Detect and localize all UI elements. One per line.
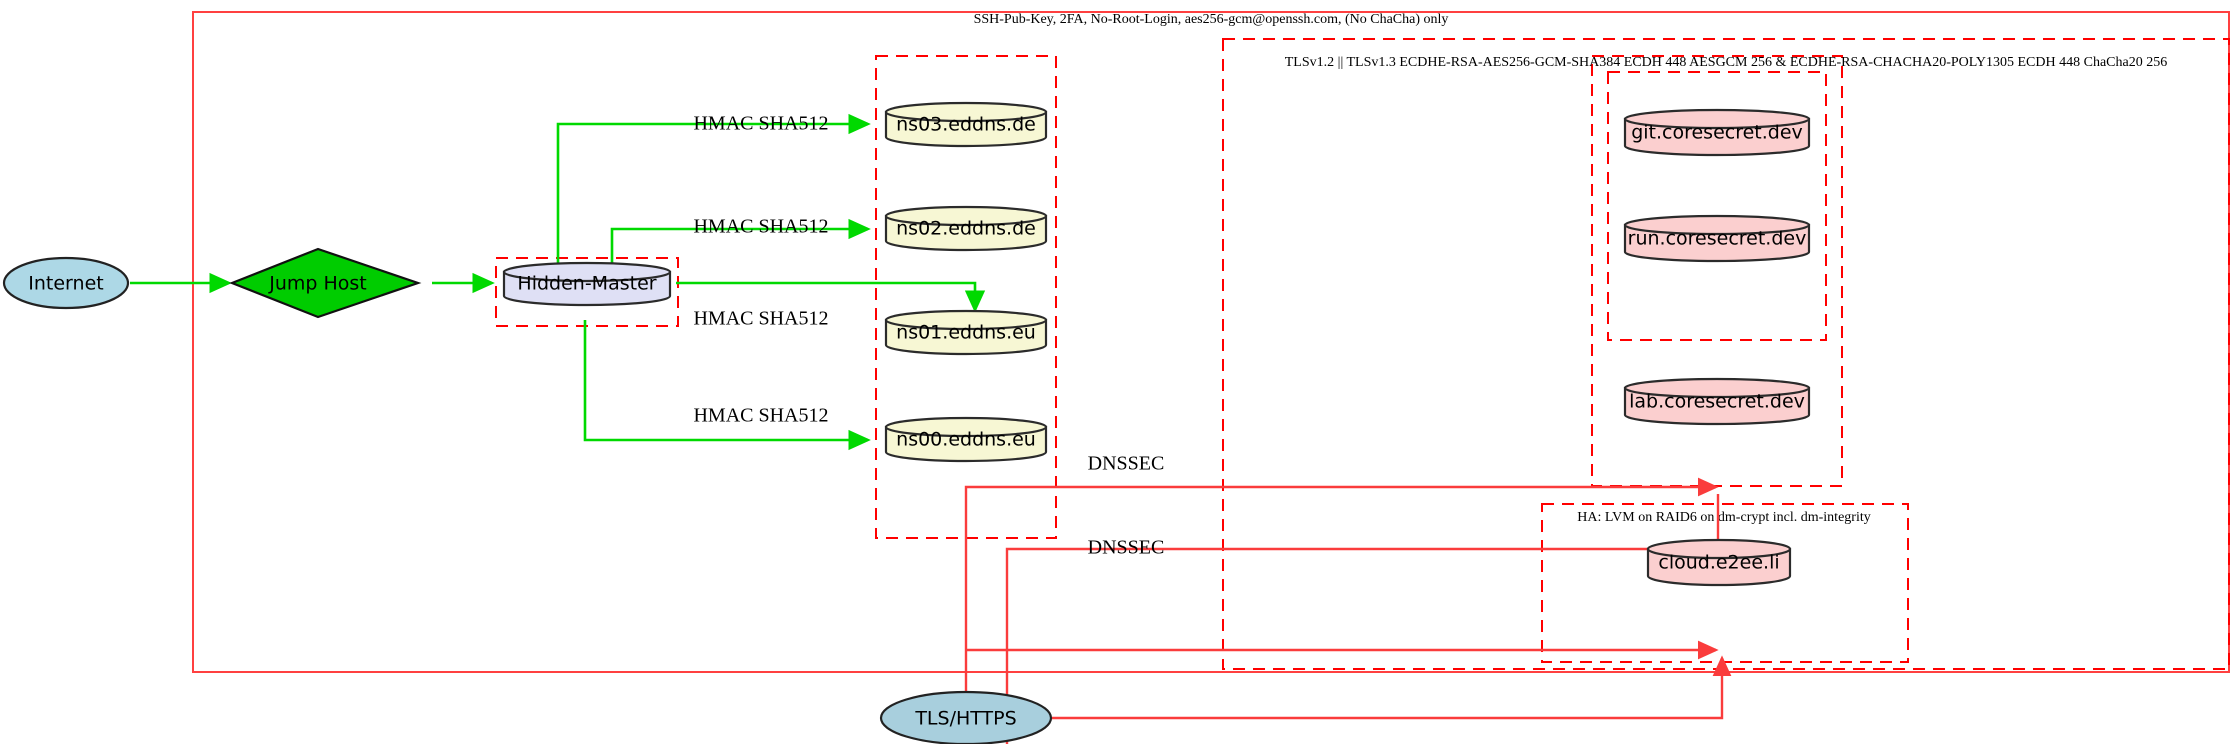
edge-label-hmac-ns02: HMAC SHA512 <box>693 216 828 238</box>
edge-label-dnssec-top: DNSSEC <box>1088 453 1165 475</box>
node-internet[interactable]: Internet <box>2 256 130 310</box>
cluster-ha-storage-label: HA: LVM on RAID6 on dm-crypt incl. dm-in… <box>1577 510 1870 525</box>
node-ns00[interactable]: ns00.eddns.eu <box>884 416 1048 463</box>
node-ns03-label: ns03.eddns.de <box>896 114 1036 136</box>
node-tls-https[interactable]: TLS/HTTPS <box>879 690 1053 744</box>
node-run-coresecret-label: run.coresecret.dev <box>1628 228 1807 250</box>
edge-hidden-master-to-ns01 <box>676 281 986 313</box>
node-git-coresecret-label: git.coresecret.dev <box>1631 122 1803 144</box>
node-git-coresecret[interactable]: git.coresecret.dev <box>1623 108 1811 157</box>
node-ns00-label: ns00.eddns.eu <box>896 429 1036 451</box>
node-hidden-master[interactable]: Hidden-Master <box>502 261 672 307</box>
node-cloud-e2ee-label: cloud.e2ee.li <box>1658 552 1779 574</box>
edge-dnssec-top <box>964 477 1719 718</box>
edge-label-hmac-ns03: HMAC SHA512 <box>693 113 828 135</box>
node-jump-host[interactable]: Jump Host <box>229 247 422 319</box>
edge-dnssec-bottom <box>1005 494 1720 744</box>
node-ns01[interactable]: ns01.eddns.eu <box>884 309 1048 356</box>
node-ns03[interactable]: ns03.eddns.de <box>884 101 1048 148</box>
node-run-coresecret[interactable]: run.coresecret.dev <box>1623 214 1811 263</box>
edge-label-hmac-ns01: HMAC SHA512 <box>693 308 828 330</box>
node-ns02-label: ns02.eddns.de <box>896 218 1036 240</box>
cluster-coresecret-inner-box <box>1607 71 1827 341</box>
edge-label-dnssec-bottom: DNSSEC <box>1088 537 1165 559</box>
edge-hidden-master-to-ns00 <box>583 320 871 451</box>
node-ns01-label: ns01.eddns.eu <box>896 322 1036 344</box>
node-hidden-master-label: Hidden-Master <box>517 273 656 295</box>
cluster-tls-outer <box>1222 38 2230 670</box>
edge-hidden-master-to-ns03 <box>556 113 871 266</box>
node-lab-coresecret-label: lab.coresecret.dev <box>1629 391 1805 413</box>
cluster-hidden-master-box <box>495 257 679 327</box>
node-cloud-e2ee[interactable]: cloud.e2ee.li <box>1646 538 1792 587</box>
cluster-ssh-outer <box>192 11 2230 673</box>
node-tls-https-label: TLS/HTTPS <box>914 708 1016 730</box>
node-ns02[interactable]: ns02.eddns.de <box>884 205 1048 252</box>
node-internet-label: Internet <box>28 273 103 295</box>
edge-label-hmac-ns00: HMAC SHA512 <box>693 405 828 427</box>
node-lab-coresecret[interactable]: lab.coresecret.dev <box>1623 377 1811 426</box>
edge-tls-https-to-cloud <box>1051 655 1732 720</box>
cluster-tls-outer-label: TLSv1.2 || TLSv1.3 ECDHE-RSA-AES256-GCM-… <box>1285 55 2167 70</box>
edge-hidden-master-to-ns02 <box>610 218 871 266</box>
cluster-ssh-outer-label: SSH-Pub-Key, 2FA, No-Root-Login, aes256-… <box>974 12 1449 27</box>
node-jump-host-label: Jump Host <box>268 273 367 295</box>
